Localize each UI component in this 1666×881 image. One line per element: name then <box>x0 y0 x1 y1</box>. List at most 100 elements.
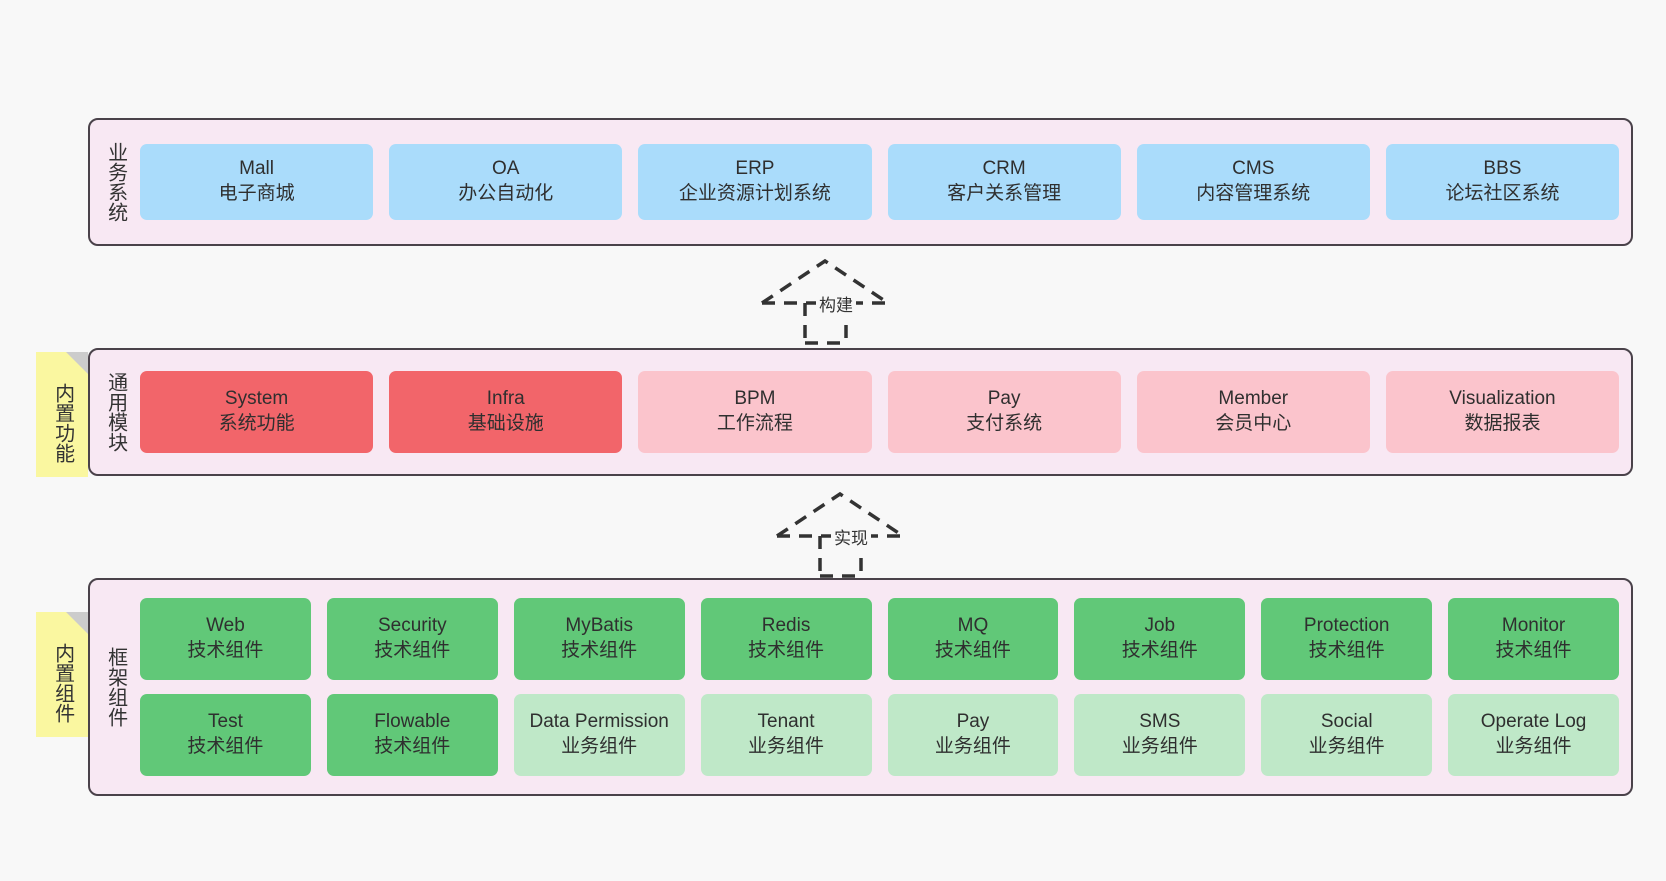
card-title-en: Member <box>1218 388 1289 410</box>
card-title-cn: 电子商城 <box>218 183 295 204</box>
card-flowable[interactable]: Flowable 技术组件 <box>326 694 498 776</box>
card-title-cn: 工作流程 <box>716 413 793 434</box>
card-sms[interactable]: SMS 业务组件 <box>1074 694 1246 776</box>
layer-business-systems: 业务系统 Mall 电子商城 OA 办公自动化 ERP 企业资源计划系统 CRM… <box>88 118 1633 246</box>
layer-body-business-systems: Mall 电子商城 OA 办公自动化 ERP 企业资源计划系统 CRM 客户关系… <box>140 120 1631 244</box>
card-data-permission[interactable]: Data Permission 业务组件 <box>513 694 685 776</box>
card-row: System 系统功能 Infra 基础设施 BPM 工作流程 Pay 支付系统… <box>140 371 1620 453</box>
card-title-en: Social <box>1320 711 1373 733</box>
card-title-en: SMS <box>1139 711 1181 733</box>
card-title-cn: 业务组件 <box>561 736 638 757</box>
card-redis[interactable]: Redis 技术组件 <box>700 598 872 680</box>
card-title-en: System <box>224 388 289 410</box>
card-title-cn: 技术组件 <box>374 640 451 661</box>
connector-build: 构建 <box>750 255 940 345</box>
card-title-en: Web <box>206 615 245 637</box>
sticky-note-builtin-components: 内置组件 <box>36 612 88 737</box>
card-title-cn: 技术组件 <box>1121 640 1198 661</box>
card-title-cn: 论坛社区系统 <box>1445 183 1560 204</box>
card-title-cn: 技术组件 <box>561 640 638 661</box>
card-title-en: Tenant <box>757 711 815 733</box>
card-row: Test 技术组件 Flowable 技术组件 Data Permission … <box>140 694 1619 776</box>
card-social[interactable]: Social 业务组件 <box>1261 694 1433 776</box>
card-security[interactable]: Security 技术组件 <box>326 598 498 680</box>
layer-body-common-modules: System 系统功能 Infra 基础设施 BPM 工作流程 Pay 支付系统… <box>140 350 1631 474</box>
card-bpm[interactable]: BPM 工作流程 <box>638 371 872 453</box>
card-monitor[interactable]: Monitor 技术组件 <box>1448 598 1619 680</box>
card-title-en: Monitor <box>1501 615 1566 637</box>
card-mq[interactable]: MQ 技术组件 <box>887 598 1059 680</box>
card-title-cn: 业务组件 <box>1121 736 1198 757</box>
connector-implement: 实现 <box>765 488 955 578</box>
card-cms[interactable]: CMS 内容管理系统 <box>1136 144 1370 220</box>
folded-corner-icon <box>66 612 88 634</box>
card-operate-log[interactable]: Operate Log 业务组件 <box>1448 694 1619 776</box>
card-title-en: ERP <box>735 158 775 180</box>
layer-title-common-modules: 通用模块 <box>104 372 127 452</box>
card-title-cn: 客户关系管理 <box>947 183 1062 204</box>
layer-body-framework-components: Web 技术组件 Security 技术组件 MyBatis 技术组件 Redi… <box>140 580 1631 794</box>
card-title-en: CMS <box>1232 158 1275 180</box>
layer-framework-components: 框架组件 Web 技术组件 Security 技术组件 MyBatis 技术组件… <box>88 578 1633 796</box>
card-oa[interactable]: OA 办公自动化 <box>389 144 623 220</box>
card-row: Web 技术组件 Security 技术组件 MyBatis 技术组件 Redi… <box>140 598 1619 680</box>
sticky-note-label: 内置功能 <box>51 382 74 463</box>
card-title-cn: 数据报表 <box>1464 413 1541 434</box>
card-title-en: Protection <box>1303 615 1390 637</box>
connector-label-implement: 实现 <box>831 524 871 549</box>
card-title-en: Visualization <box>1449 388 1556 410</box>
card-test[interactable]: Test 技术组件 <box>140 694 311 776</box>
card-title-en: MQ <box>957 615 989 637</box>
card-title-en: OA <box>492 158 520 180</box>
card-title-en: Pay <box>956 711 990 733</box>
card-title-cn: 基础设施 <box>467 413 544 434</box>
card-title-cn: 支付系统 <box>966 413 1043 434</box>
card-infra[interactable]: Infra 基础设施 <box>389 371 623 453</box>
card-mall[interactable]: Mall 电子商城 <box>140 144 374 220</box>
card-row: Mall 电子商城 OA 办公自动化 ERP 企业资源计划系统 CRM 客户关系… <box>140 144 1620 220</box>
card-tenant[interactable]: Tenant 业务组件 <box>700 694 872 776</box>
card-pay-business[interactable]: Pay 业务组件 <box>887 694 1059 776</box>
card-bbs[interactable]: BBS 论坛社区系统 <box>1385 144 1620 220</box>
card-member[interactable]: Member 会员中心 <box>1136 371 1370 453</box>
card-protection[interactable]: Protection 技术组件 <box>1261 598 1433 680</box>
card-title-cn: 技术组件 <box>934 640 1011 661</box>
card-title-cn: 业务组件 <box>934 736 1011 757</box>
card-pay[interactable]: Pay 支付系统 <box>887 371 1121 453</box>
card-crm[interactable]: CRM 客户关系管理 <box>887 144 1121 220</box>
card-title-en: Flowable <box>374 711 451 733</box>
card-title-en: Test <box>208 711 243 733</box>
layer-common-modules: 通用模块 System 系统功能 Infra 基础设施 BPM 工作流程 Pay… <box>88 348 1633 476</box>
card-title-cn: 技术组件 <box>374 736 451 757</box>
card-title-en: Pay <box>987 388 1021 410</box>
layer-title-business-systems: 业务系统 <box>104 142 127 222</box>
layer-title-framework-components: 框架组件 <box>104 647 127 727</box>
card-title-cn: 会员中心 <box>1215 413 1292 434</box>
card-title-cn: 企业资源计划系统 <box>678 183 831 204</box>
card-mybatis[interactable]: MyBatis 技术组件 <box>513 598 685 680</box>
connector-label-build: 构建 <box>816 291 856 316</box>
card-title-cn: 技术组件 <box>1308 640 1385 661</box>
card-title-cn: 技术组件 <box>748 640 825 661</box>
folded-corner-icon <box>66 352 88 374</box>
card-title-en: BBS <box>1483 158 1522 180</box>
card-title-cn: 办公自动化 <box>458 183 554 204</box>
card-system[interactable]: System 系统功能 <box>140 371 374 453</box>
card-visualization[interactable]: Visualization 数据报表 <box>1385 371 1620 453</box>
card-title-en: CRM <box>982 158 1026 180</box>
card-erp[interactable]: ERP 企业资源计划系统 <box>638 144 872 220</box>
card-web[interactable]: Web 技术组件 <box>140 598 311 680</box>
sticky-note-label: 内置组件 <box>51 642 74 723</box>
card-title-en: Redis <box>761 615 811 637</box>
card-title-en: BPM <box>734 388 776 410</box>
card-title-en: MyBatis <box>565 615 633 637</box>
card-title-en: Operate Log <box>1480 711 1587 733</box>
card-job[interactable]: Job 技术组件 <box>1074 598 1246 680</box>
card-title-cn: 技术组件 <box>1495 640 1572 661</box>
card-title-cn: 内容管理系统 <box>1196 183 1311 204</box>
card-title-en: Mall <box>239 158 274 180</box>
sticky-note-builtin-features: 内置功能 <box>36 352 88 477</box>
card-title-en: Job <box>1144 615 1176 637</box>
card-title-cn: 系统功能 <box>218 413 295 434</box>
